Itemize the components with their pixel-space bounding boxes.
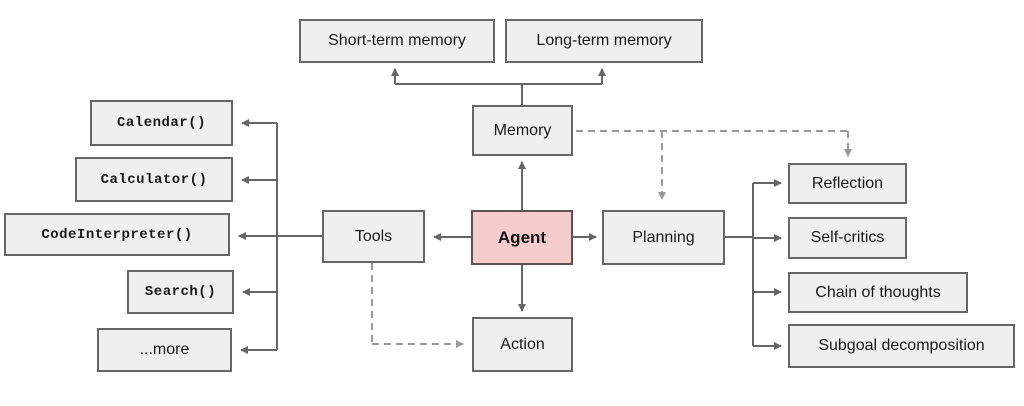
edge-planning-branches — [725, 179, 782, 350]
edge-tools-action-dashed — [371, 263, 464, 348]
node-self-critics: Self-critics — [788, 217, 907, 259]
node-memory: Memory — [472, 105, 573, 156]
node-subgoal-decomposition: Subgoal decomposition — [788, 324, 1015, 368]
node-reflection: Reflection — [788, 163, 907, 204]
node-action: Action — [472, 317, 573, 372]
node-tools: Tools — [322, 210, 425, 263]
node-planning: Planning — [602, 210, 725, 265]
edge-memory-dashed — [576, 130, 852, 200]
node-short-term-memory: Short-term memory — [299, 19, 495, 63]
edge-agent-hub — [433, 161, 597, 312]
node-chain-of-thoughts: Chain of thoughts — [788, 272, 968, 313]
node-calendar: Calendar() — [90, 100, 233, 146]
edge-tools-branches — [238, 119, 322, 354]
node-search: Search() — [127, 270, 234, 314]
node-calculator: Calculator() — [75, 157, 233, 202]
edge-memory-to-term-memories — [391, 68, 606, 105]
node-more: ...more — [97, 328, 232, 372]
node-long-term-memory: Long-term memory — [505, 19, 703, 63]
node-agent: Agent — [471, 210, 573, 265]
node-code-interpreter: CodeInterpreter() — [4, 213, 230, 256]
